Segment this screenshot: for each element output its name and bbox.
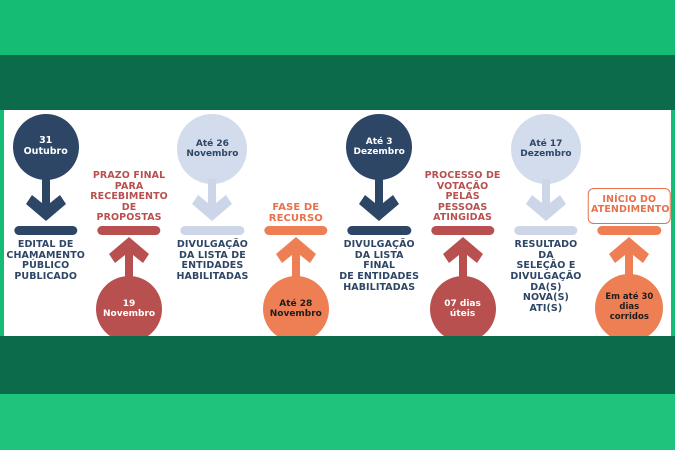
step-3-date-text: Até 26 Novembro <box>186 138 239 159</box>
step-3-label: DIVULGAÇÃO DA LISTA DE ENTIDADES HABILIT… <box>176 239 249 282</box>
step-7-arrow-down-icon <box>525 178 566 224</box>
step-6-date-bubble: 07 dias úteis <box>429 276 496 336</box>
bottom-dark-green-band <box>0 336 675 394</box>
step-7-connector-bar <box>514 226 578 235</box>
step-3-connector-bar <box>180 226 245 235</box>
step-7-date-bubble: Até 17 Dezembro <box>510 114 581 184</box>
step-3-date-bubble: Até 26 Novembro <box>177 114 248 184</box>
timeline-step-8: Em até 30 dias corridos INÍCIO DO ATENDIM… <box>588 110 671 336</box>
top-bright-green-band <box>0 0 675 55</box>
step-4-arrow-up-icon <box>275 236 316 282</box>
step-2-label: PRAZO FINAL PARA RECEBIMENTO DE PROPOSTA… <box>90 169 168 224</box>
step-2-date-bubble: 19 Novembro <box>96 276 163 336</box>
step-2-connector-bar <box>97 226 161 235</box>
step-7-label: RESULTADO DA SELEÇÃO E DIVULGAÇÃO DA(S) … <box>510 239 582 314</box>
step-6-label: PROCESSO DE VOTAÇÃO PELAS PESSOAS ATINGI… <box>424 169 501 224</box>
timeline-step-4: Até 28 Novembro FASE DE RECURSO <box>254 110 337 336</box>
step-5-date-bubble: Até 3 Dezembro <box>346 114 413 180</box>
step-5-label: DIVULGAÇÃO DA LISTA FINAL DE ENTIDADES H… <box>339 239 420 293</box>
step-6-arrow-up-icon <box>442 236 483 282</box>
step-8-label: INÍCIO DO ATENDIMENTO <box>588 187 671 224</box>
step-8-arrow-up-icon <box>609 236 650 282</box>
step-6-date-text: 07 dias úteis <box>444 298 481 319</box>
step-5-connector-bar <box>347 226 411 235</box>
bottom-bright-green-band <box>0 394 675 450</box>
step-7-date-text: Até 17 Dezembro <box>520 138 572 159</box>
step-8-date-bubble: Em até 30 dias corridos <box>595 274 664 336</box>
timeline-step-6: 07 dias úteis PROCESSO DE VOTAÇÃO PELAS P… <box>421 110 504 336</box>
step-1-date-bubble: 31 Outubro <box>12 114 79 180</box>
step-1-date-text: 31 Outubro <box>23 135 68 157</box>
step-4-date-text: Até 28 Novembro <box>269 298 322 319</box>
step-5-arrow-down-icon <box>359 178 400 224</box>
timeline-step-2: 19 Novembro PRAZO FINAL PARA RECEBIMENTO … <box>87 110 170 336</box>
step-6-connector-bar <box>430 226 495 235</box>
step-4-label: FASE DE RECURSO <box>268 201 323 224</box>
step-1-connector-bar <box>14 226 78 235</box>
step-1-label: EDITAL DE CHAMAMENTO PÚBLICO PUBLICADO <box>6 239 85 282</box>
step-4-connector-bar <box>264 226 328 235</box>
step-4-date-bubble: Até 28 Novembro <box>262 276 329 336</box>
step-5-date-text: Até 3 Dezembro <box>353 136 405 157</box>
step-8-connector-bar <box>597 226 661 235</box>
step-8-date-text: Em até 30 dias corridos <box>605 292 654 322</box>
step-1-arrow-down-icon <box>25 178 66 224</box>
step-3-arrow-down-icon <box>192 178 233 224</box>
step-2-arrow-up-icon <box>109 236 150 282</box>
step-2-date-text: 19 Novembro <box>102 298 156 319</box>
top-dark-green-band <box>0 55 675 110</box>
